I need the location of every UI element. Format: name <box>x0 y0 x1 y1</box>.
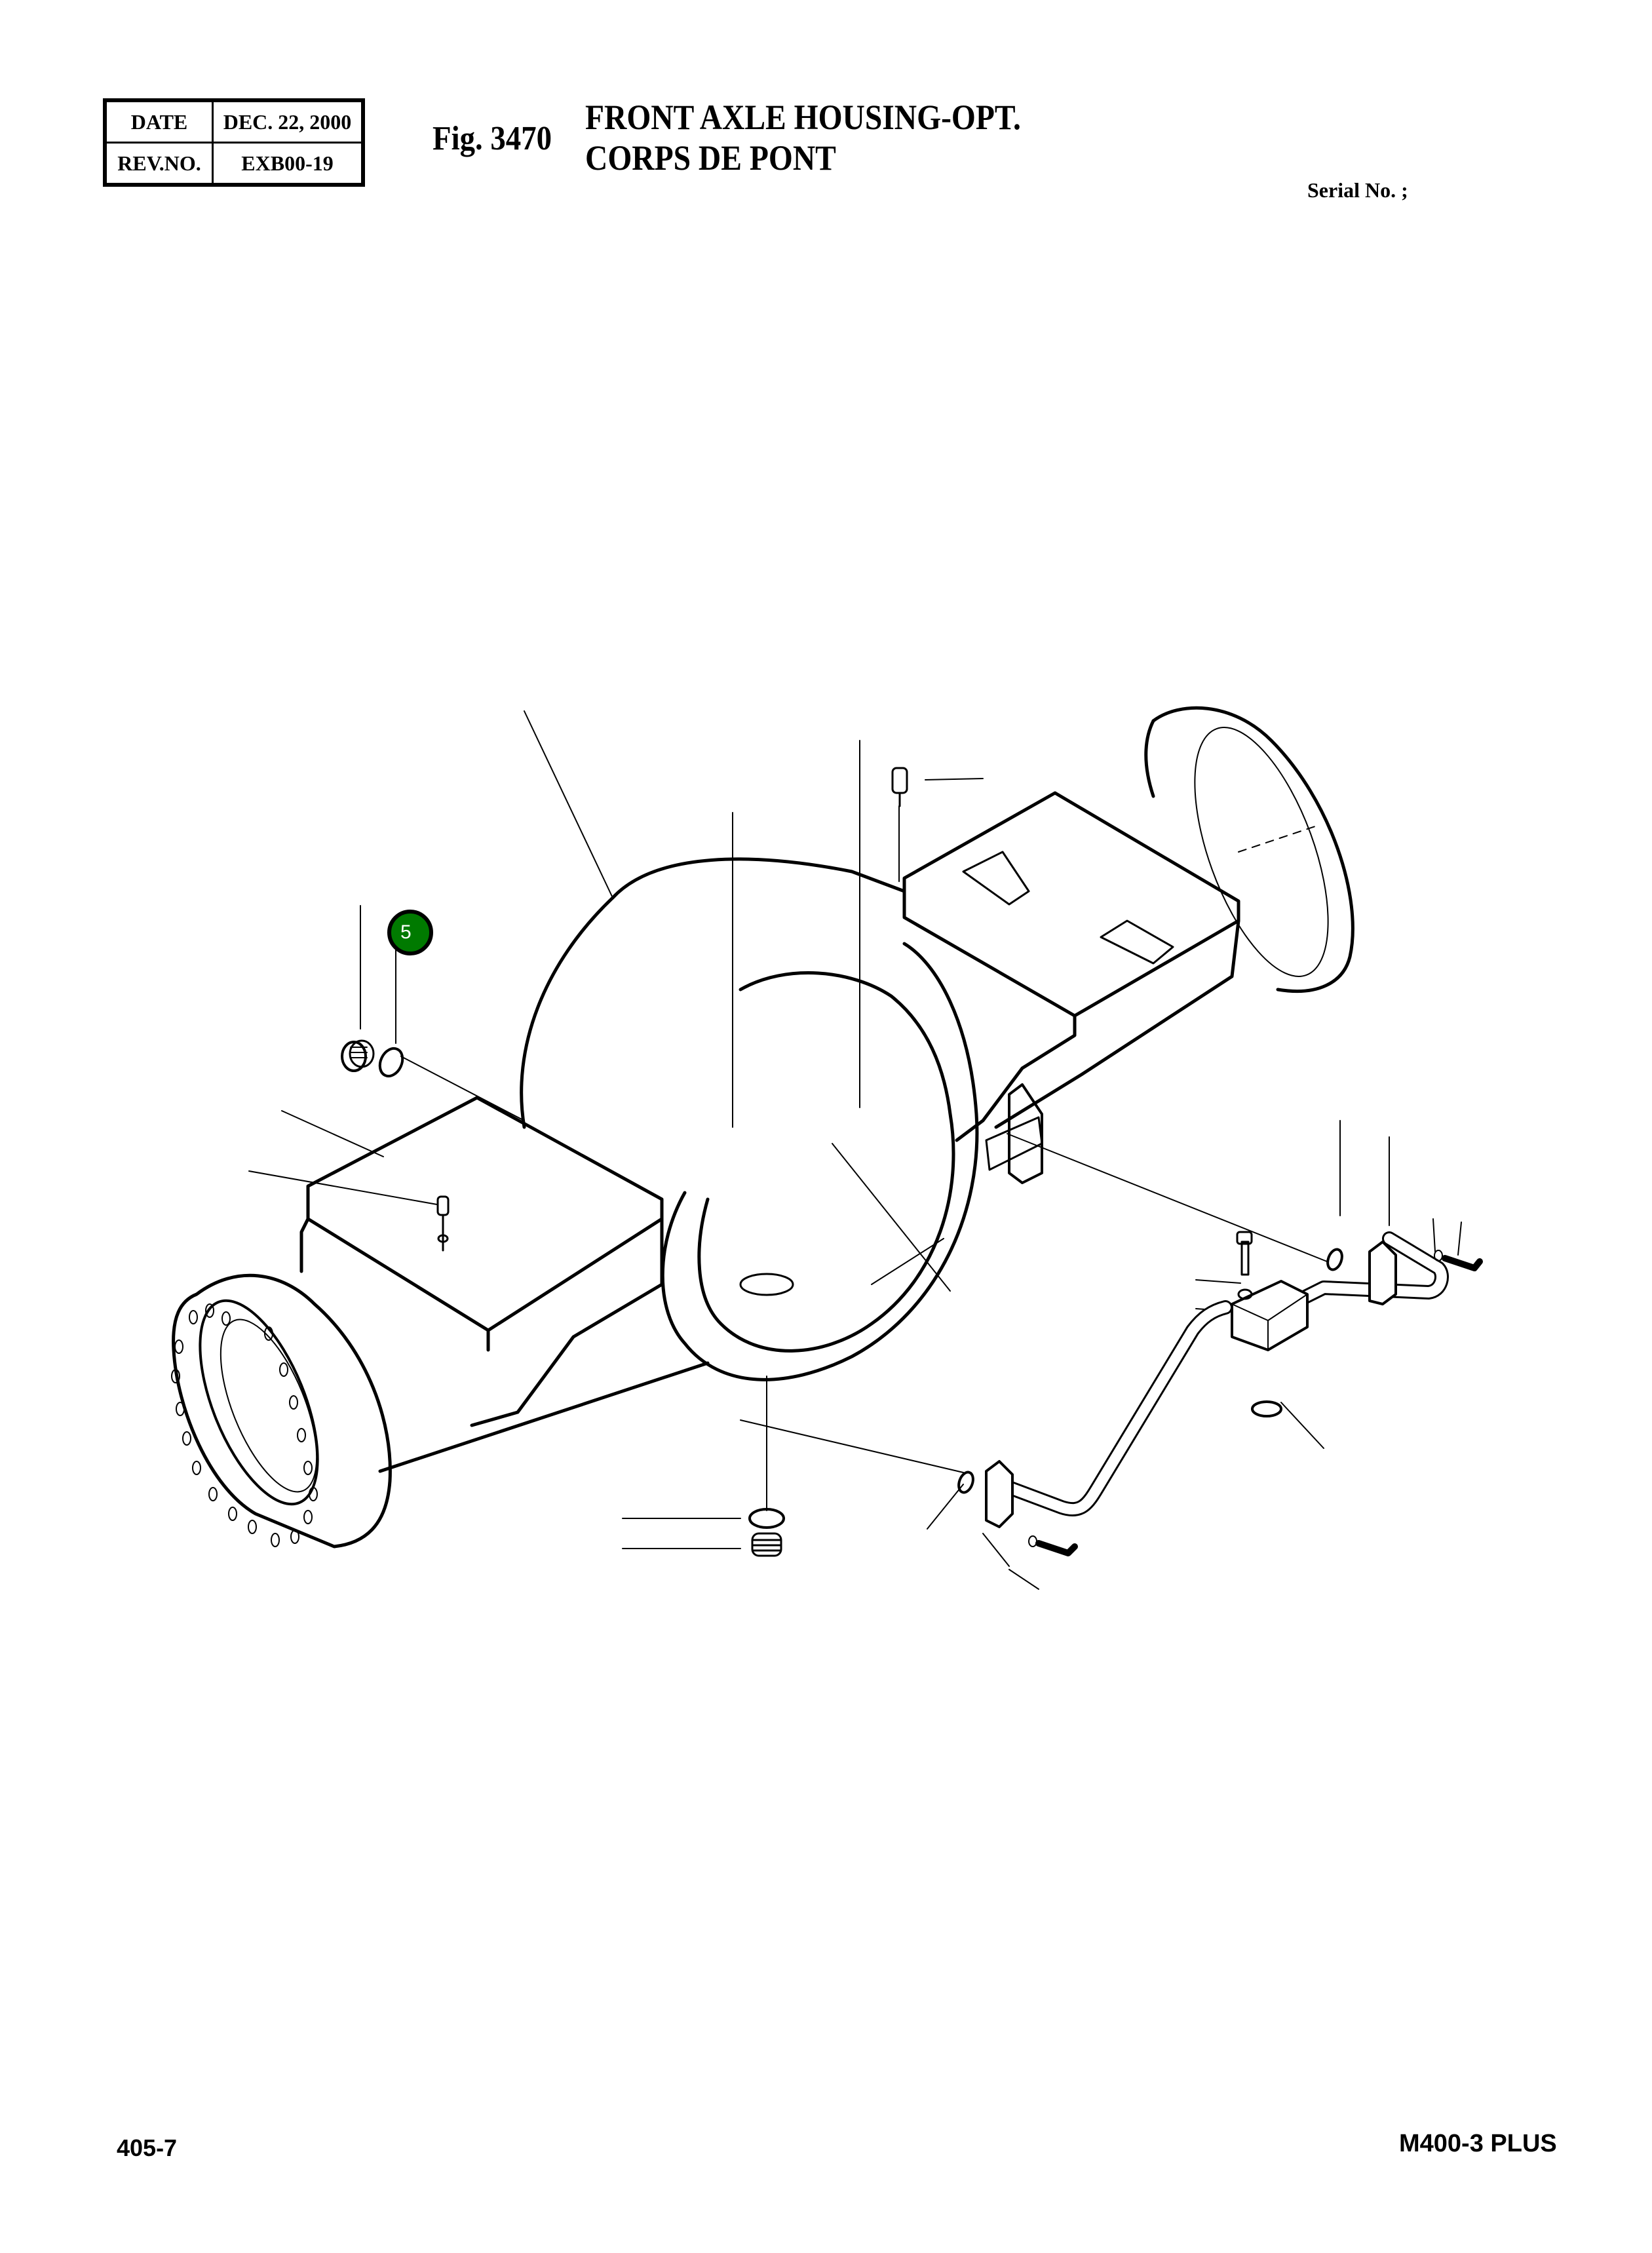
date-row: DATE DEC. 22, 2000 <box>104 99 364 144</box>
breather-fitting-right <box>891 767 908 807</box>
revision-row: REV.NO. EXB00-19 <box>104 142 364 186</box>
left-arm <box>299 1096 710 1473</box>
title-english: FRONT AXLE HOUSING-OPT. <box>585 98 1021 137</box>
callout-item-5[interactable]: 5 <box>387 910 433 955</box>
page-number: 405-7 <box>117 2134 178 2161</box>
left-flange <box>171 1273 392 1549</box>
tube-assembly <box>957 1231 1483 1556</box>
figure-number: Fig. 3470 <box>432 120 552 157</box>
page-title: FRONT AXLE HOUSING-OPT. CORPS DE PONT <box>585 97 1021 178</box>
revision-table: DATE DEC. 22, 2000 REV.NO. EXB00-19 <box>103 98 365 187</box>
drain-plug <box>751 1532 782 1557</box>
drain-o-ring <box>748 1508 785 1529</box>
serial-number-label: Serial No. ; <box>1307 178 1408 202</box>
date-value: DEC. 22, 2000 <box>212 99 364 144</box>
date-label: DATE <box>104 99 214 144</box>
revision-value: EXB00-19 <box>212 142 364 186</box>
banjo-housing <box>520 857 979 1381</box>
breather-fitting-left <box>436 1195 450 1252</box>
right-arm <box>902 791 1240 1184</box>
revision-label: REV.NO. <box>104 142 214 186</box>
o-ring-item-5 <box>378 1047 404 1078</box>
right-flange <box>1144 706 1354 993</box>
flange-bolt-holes <box>171 1303 318 1547</box>
left-plug <box>341 1039 375 1072</box>
title-french: CORPS DE PONT <box>585 138 836 178</box>
model-name: M400-3 PLUS <box>1399 2130 1557 2157</box>
leader-lines <box>248 710 1462 1590</box>
